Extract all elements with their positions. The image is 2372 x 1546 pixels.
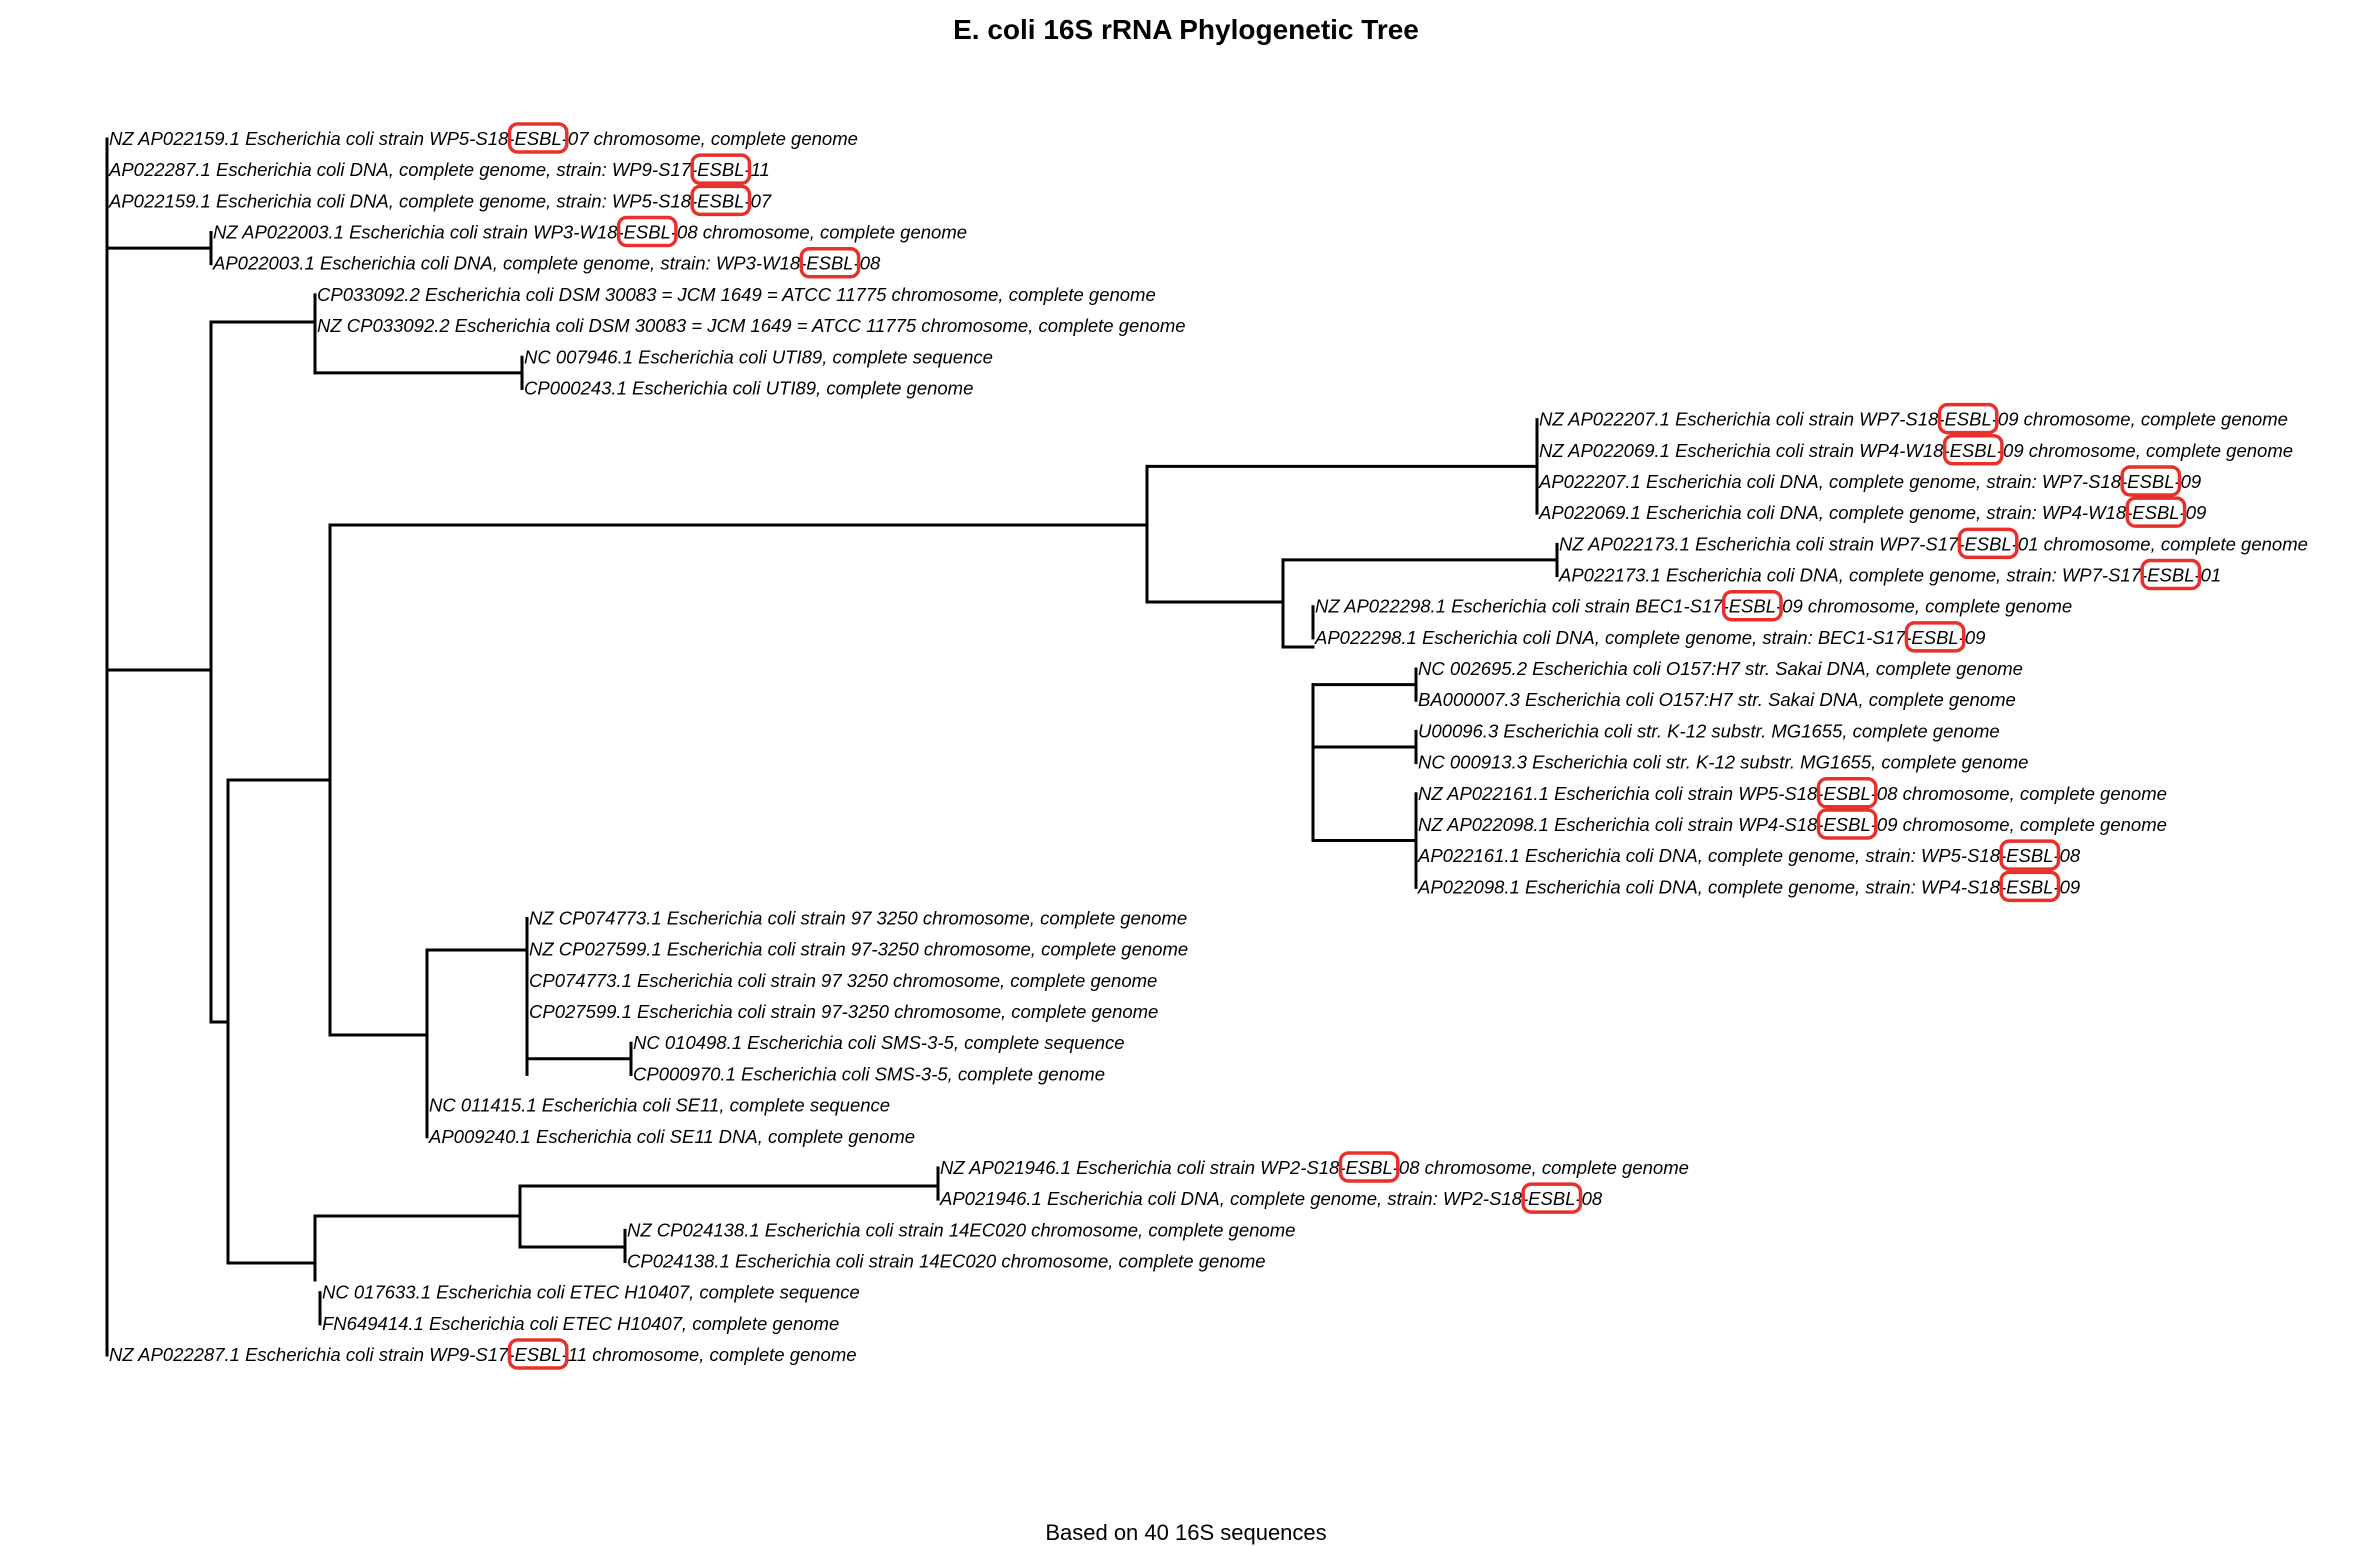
tip-label: FN649414.1 Escherichia coli ETEC H10407,… <box>322 1313 839 1334</box>
tip-labels: NZ AP022159.1 Escherichia coli strain WP… <box>108 128 2308 1365</box>
esbl-highlights <box>507 122 2202 1370</box>
esbl-highlight-mark <box>1816 777 1878 809</box>
tip-label: CP027599.1 Escherichia coli strain 97-32… <box>529 1001 1158 1022</box>
esbl-highlight-mark <box>1999 839 2061 871</box>
tree-caption: Based on 40 16S sequences <box>1045 1520 1327 1545</box>
esbl-highlight-mark <box>799 246 861 279</box>
esbl-highlight-mark <box>1957 527 2019 560</box>
tip-label: NC 002695.2 Escherichia coli O157:H7 str… <box>1418 658 2023 679</box>
tip-label: AP022069.1 Escherichia coli DNA, complet… <box>1538 502 2206 523</box>
tip-label: CP074773.1 Escherichia coli strain 97 32… <box>529 970 1157 991</box>
tip-label: AP009240.1 Escherichia coli SE11 DNA, co… <box>428 1126 915 1147</box>
tip-label: NZ AP022069.1 Escherichia coli strain WP… <box>1539 440 2293 461</box>
esbl-highlight-mark <box>690 184 752 217</box>
tip-label: AP021946.1 Escherichia coli DNA, complet… <box>939 1188 1603 1209</box>
tip-label: NZ AP022098.1 Escherichia coli strain WP… <box>1418 814 2167 835</box>
esbl-highlight-mark <box>1999 870 2061 903</box>
esbl-highlight-mark <box>1521 1182 1583 1214</box>
esbl-highlight-mark <box>507 1338 569 1370</box>
tip-label: AP022161.1 Escherichia coli DNA, complet… <box>1417 845 2081 866</box>
tip-label: NZ AP022173.1 Escherichia coli strain WP… <box>1559 533 2308 554</box>
tip-label: NZ CP074773.1 Escherichia coli strain 97… <box>529 908 1187 929</box>
tip-label: CP033092.2 Escherichia coli DSM 30083 = … <box>317 284 1156 305</box>
tip-label: AP022173.1 Escherichia coli DNA, complet… <box>1558 565 2221 586</box>
tip-label: U00096.3 Escherichia coli str. K-12 subs… <box>1418 720 2000 741</box>
tip-label: NZ CP033092.2 Escherichia coli DSM 30083… <box>317 315 1186 336</box>
esbl-highlight-mark <box>1904 621 1966 653</box>
esbl-highlight-mark <box>1721 589 1783 622</box>
tip-label: NZ AP021946.1 Escherichia coli strain WP… <box>940 1157 1689 1178</box>
tip-label: NZ AP022159.1 Escherichia coli strain WP… <box>109 128 858 149</box>
tip-label: AP022098.1 Escherichia coli DNA, complet… <box>1417 876 2080 897</box>
esbl-highlight-mark <box>2125 496 2187 528</box>
esbl-highlight-mark <box>1942 434 2004 466</box>
tip-label: NZ AP022207.1 Escherichia coli strain WP… <box>1539 409 2288 430</box>
tip-label: AP022298.1 Escherichia coli DNA, complet… <box>1314 627 1985 648</box>
tip-label: AP022003.1 Escherichia coli DNA, complet… <box>212 253 881 274</box>
tip-label: CP000970.1 Escherichia coli SMS-3-5, com… <box>633 1063 1105 1084</box>
tip-label: NC 000913.3 Escherichia coli str. K-12 s… <box>1418 752 2028 773</box>
esbl-highlight-mark <box>1937 402 1999 435</box>
tip-label: NC 010498.1 Escherichia coli SMS-3-5, co… <box>633 1032 1125 1053</box>
esbl-highlight-mark <box>616 215 678 248</box>
tip-label: CP024138.1 Escherichia coli strain 14EC0… <box>627 1250 1266 1271</box>
tip-label: NZ CP024138.1 Escherichia coli strain 14… <box>627 1219 1295 1240</box>
esbl-highlight-mark <box>2120 465 2182 497</box>
esbl-highlight-mark <box>507 122 569 154</box>
tip-label: BA000007.3 Escherichia coli O157:H7 str.… <box>1418 689 2016 710</box>
tip-label: NC 007946.1 Escherichia coli UTI89, comp… <box>524 346 993 367</box>
esbl-highlight-mark <box>690 153 752 185</box>
esbl-highlight-mark <box>2140 558 2202 591</box>
esbl-highlight-mark <box>1338 1151 1400 1183</box>
tree-edges <box>105 137 1559 1357</box>
tip-label: NZ CP027599.1 Escherichia coli strain 97… <box>529 939 1188 960</box>
tip-label: AP022287.1 Escherichia coli DNA, complet… <box>108 159 770 180</box>
tip-label: NC 017633.1 Escherichia coli ETEC H10407… <box>322 1282 860 1303</box>
tip-label: NZ AP022298.1 Escherichia coli strain BE… <box>1315 596 2072 617</box>
tip-label: AP022207.1 Escherichia coli DNA, complet… <box>1538 471 2201 492</box>
tip-label: NZ AP022287.1 Escherichia coli strain WP… <box>109 1344 857 1365</box>
tip-label: CP000243.1 Escherichia coli UTI89, compl… <box>524 377 973 398</box>
tip-label: NZ AP022161.1 Escherichia coli strain WP… <box>1418 783 2167 804</box>
tip-label: AP022159.1 Escherichia coli DNA, complet… <box>108 190 772 211</box>
tree-title: E. coli 16S rRNA Phylogenetic Tree <box>953 14 1419 45</box>
esbl-highlight-mark <box>1816 808 1878 840</box>
tip-label: NC 011415.1 Escherichia coli SE11, compl… <box>429 1095 890 1116</box>
tip-label: NZ AP022003.1 Escherichia coli strain WP… <box>213 222 967 243</box>
